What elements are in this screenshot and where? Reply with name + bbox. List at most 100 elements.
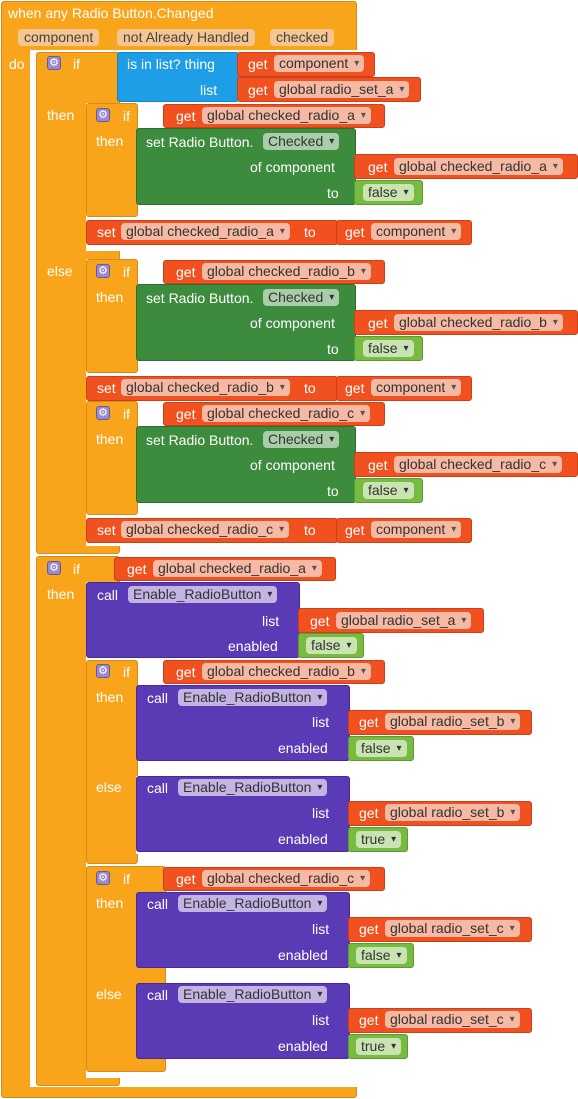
- event-title: when any Radio Button.Changed: [8, 5, 214, 21]
- get-label: get: [359, 714, 379, 730]
- procedure-dropdown[interactable]: Enable_RadioButton: [128, 586, 278, 603]
- set-radio-label: set Radio Button.: [146, 290, 254, 306]
- property-dropdown[interactable]: Checked: [263, 431, 340, 448]
- var-dropdown[interactable]: global radio_set_b: [385, 804, 521, 821]
- else-label: else: [96, 779, 122, 795]
- mutator-gear-icon[interactable]: ⚙: [96, 108, 110, 122]
- if-label: if: [123, 108, 130, 124]
- then-label: then: [96, 133, 124, 149]
- mutator-gear-icon[interactable]: ⚙: [96, 871, 110, 885]
- mutator-gear-icon[interactable]: ⚙: [96, 664, 110, 678]
- to-label: to: [327, 341, 339, 357]
- to-label: to: [304, 224, 316, 240]
- var-dropdown[interactable]: global checked_radio_c: [202, 870, 371, 887]
- enabled-label: enabled: [278, 947, 328, 963]
- procedure-dropdown[interactable]: Enable_RadioButton: [178, 895, 328, 912]
- set-label: set: [97, 224, 116, 240]
- get-label: get: [368, 315, 388, 331]
- get-label: get: [176, 664, 196, 680]
- procedure-dropdown[interactable]: Enable_RadioButton: [178, 986, 328, 1003]
- mutator-gear-icon[interactable]: ⚙: [47, 56, 61, 70]
- var-dropdown[interactable]: global checked_radio_b: [202, 263, 371, 280]
- get-label: get: [248, 56, 268, 72]
- to-label: to: [327, 483, 339, 499]
- is-in-list-block[interactable]: [117, 52, 239, 102]
- var-dropdown[interactable]: global radio_set_a: [274, 81, 410, 98]
- var-dropdown[interactable]: global checked_radio_c: [394, 456, 563, 473]
- var-dropdown[interactable]: global checked_radio_a: [394, 158, 563, 175]
- var-dropdown[interactable]: global checked_radio_b: [121, 379, 290, 396]
- if-label: if: [123, 664, 130, 680]
- var-dropdown[interactable]: component: [371, 521, 462, 538]
- get-label: get: [310, 613, 330, 629]
- var-dropdown[interactable]: component: [274, 55, 365, 72]
- var-dropdown[interactable]: global radio_set_b: [385, 713, 521, 730]
- bool-dropdown[interactable]: false: [363, 482, 414, 499]
- set-label: set: [97, 522, 116, 538]
- get-label: get: [127, 561, 147, 577]
- call-label: call: [147, 896, 169, 912]
- bool-dropdown[interactable]: false: [363, 340, 414, 357]
- then-label: then: [96, 689, 124, 705]
- bool-dropdown[interactable]: false: [306, 637, 357, 654]
- var-dropdown[interactable]: global checked_radio_a: [153, 560, 322, 577]
- param-checked[interactable]: checked: [270, 29, 335, 46]
- if-block-b[interactable]: [86, 259, 138, 373]
- property-dropdown[interactable]: Checked: [263, 289, 340, 306]
- var-dropdown[interactable]: global checked_radio_b: [394, 314, 563, 331]
- var-dropdown[interactable]: global checked_radio_c: [121, 521, 290, 538]
- call-label: call: [147, 780, 169, 796]
- var-dropdown[interactable]: global radio_set_c: [385, 920, 520, 937]
- var-dropdown[interactable]: component: [371, 223, 462, 240]
- mutator-gear-icon[interactable]: ⚙: [96, 406, 110, 420]
- param-component[interactable]: component: [18, 29, 100, 46]
- procedure-dropdown[interactable]: Enable_RadioButton: [178, 779, 328, 796]
- var-dropdown[interactable]: component: [371, 379, 462, 396]
- var-dropdown[interactable]: global radio_set_a: [336, 612, 472, 629]
- then-label: then: [47, 107, 75, 123]
- bool-dropdown[interactable]: false: [356, 947, 407, 964]
- bool-dropdown[interactable]: false: [363, 184, 414, 201]
- then-label: then: [47, 586, 75, 602]
- else-label: else: [47, 263, 73, 279]
- list-label: list: [312, 805, 330, 821]
- bool-dropdown[interactable]: true: [356, 831, 402, 848]
- procedure-dropdown[interactable]: Enable_RadioButton: [178, 689, 328, 706]
- list-label: list: [262, 613, 280, 629]
- get-label: get: [359, 805, 379, 821]
- if-label: if: [123, 264, 130, 280]
- get-label: get: [368, 457, 388, 473]
- get-label: get: [359, 1012, 379, 1028]
- bool-dropdown[interactable]: false: [356, 740, 407, 757]
- var-dropdown[interactable]: global checked_radio_b: [202, 663, 371, 680]
- var-dropdown[interactable]: global radio_set_c: [385, 1011, 520, 1028]
- then-label: then: [96, 895, 124, 911]
- else-label: else: [96, 986, 122, 1002]
- mutator-gear-icon[interactable]: ⚙: [96, 264, 110, 278]
- bool-dropdown[interactable]: true: [356, 1038, 402, 1055]
- get-label: get: [176, 406, 196, 422]
- var-dropdown[interactable]: global checked_radio_a: [202, 107, 371, 124]
- if-block-c[interactable]: [86, 401, 138, 515]
- get-label: get: [359, 921, 379, 937]
- list-label: list: [200, 82, 218, 98]
- set-label: set: [97, 380, 116, 396]
- get-label: get: [345, 522, 365, 538]
- list-label: list: [312, 1012, 330, 1028]
- property-dropdown[interactable]: Checked: [263, 133, 340, 150]
- if-block-b2[interactable]: [86, 660, 138, 864]
- if-label: if: [73, 56, 80, 72]
- get-label: get: [176, 871, 196, 887]
- var-dropdown[interactable]: global checked_radio_c: [202, 405, 371, 422]
- call-label: call: [147, 690, 169, 706]
- then-label: then: [96, 289, 124, 305]
- call-label: call: [147, 987, 169, 1003]
- mutator-gear-icon[interactable]: ⚙: [47, 561, 61, 575]
- var-dropdown[interactable]: global checked_radio_a: [121, 223, 290, 240]
- if-block-a[interactable]: [86, 103, 138, 217]
- to-label: to: [304, 380, 316, 396]
- param-not-already-handled[interactable]: not Already Handled: [117, 29, 256, 46]
- enabled-label: enabled: [228, 638, 278, 654]
- of-component-label: of component: [250, 159, 335, 175]
- enabled-label: enabled: [278, 831, 328, 847]
